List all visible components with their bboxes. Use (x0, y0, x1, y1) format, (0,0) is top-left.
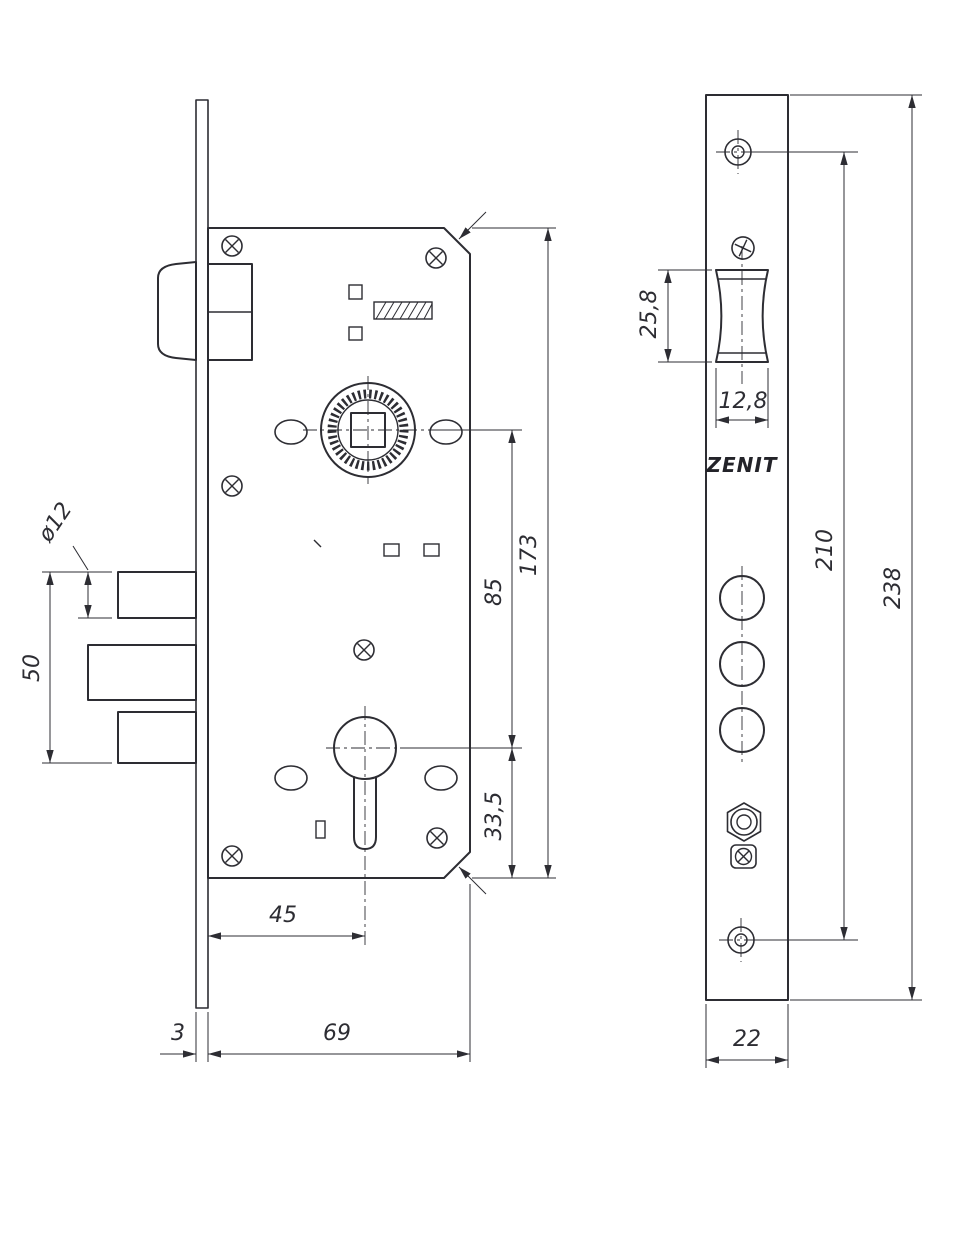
deadbolt-hole-bottom (719, 707, 765, 753)
dim-85: 85 (400, 429, 522, 749)
fixing-hole-top (716, 130, 768, 174)
hub-outer-circle (320, 382, 416, 478)
dim-69-label: 69 (323, 1021, 351, 1046)
lock-case (207, 227, 471, 879)
phillips-screw (221, 475, 243, 497)
brand-logo: ZENIT (706, 453, 778, 477)
cylinder-circle (333, 716, 397, 780)
mechanism-slot (348, 326, 363, 341)
phillips-screw (353, 639, 375, 661)
dim-12-8-label: 12,8 (719, 389, 768, 414)
dim-173: 173 (472, 227, 556, 879)
faceplate-front (705, 94, 789, 1001)
dim-210: 210 (752, 151, 858, 941)
latch-bolt (157, 261, 197, 361)
dim-173-label: 173 (517, 534, 542, 576)
mechanism-slot (348, 284, 363, 300)
phillips-screw (221, 235, 243, 257)
hub-square-hole (350, 412, 386, 448)
dim-25-8-label: 25,8 (637, 290, 662, 339)
dim-210-label: 210 (813, 529, 838, 571)
dim-phi12: ø12 (33, 498, 112, 619)
dim-3: 3 (160, 1012, 209, 1062)
handle-fixing-slot-right (429, 419, 463, 445)
dim-50-label: 50 (20, 654, 45, 682)
detail-tick (313, 539, 322, 548)
deadbolt-hole-middle (719, 641, 765, 687)
chamfer-arrow-top-icon (458, 211, 487, 240)
mechanism-slot (383, 543, 400, 557)
dim-50: 50 (20, 571, 112, 764)
adjustment-nut (726, 802, 762, 842)
deadbolt-pin-bottom (117, 711, 197, 764)
hub-inner-circle (337, 399, 399, 461)
cylinder-stem (353, 776, 377, 850)
deadbolt-hole-top (719, 575, 765, 621)
cylinder-fixing-slot-right (424, 765, 458, 791)
faceplate-edge (195, 99, 209, 1009)
mechanism-slot (315, 820, 326, 839)
dim-85-label: 85 (482, 578, 507, 606)
hub-gear-ring (327, 389, 409, 471)
spindle-hub (303, 376, 434, 484)
chamfer-arrow-bottom-icon (458, 866, 487, 895)
dim-22-label: 22 (733, 1027, 761, 1052)
dim-238: 238 (790, 94, 922, 1001)
dim-25-8: 25,8 (637, 269, 712, 363)
dim-phi12-label: ø12 (33, 498, 77, 547)
dim-22: 22 (705, 1004, 789, 1068)
dim-33-5: 33,5 (482, 748, 516, 878)
dim-45: 45 (207, 884, 365, 946)
latch-opening (715, 246, 769, 384)
front-view: ZENIT (705, 94, 789, 1001)
mechanism-slot (423, 543, 440, 557)
phillips-screw (730, 844, 757, 869)
side-view (87, 99, 487, 1009)
euro-cylinder-hole (326, 706, 404, 948)
deadbolt-pin-top (117, 571, 197, 619)
phillips-screw (221, 845, 243, 867)
dim-45-label: 45 (269, 903, 297, 928)
cylinder-fixing-slot-left (274, 765, 308, 791)
dim-33-5-label: 33,5 (482, 792, 507, 841)
phillips-screw (425, 247, 447, 269)
dim-3-label: 3 (171, 1021, 185, 1046)
dim-12-8: 12,8 (715, 368, 769, 428)
deadbolt-pin-middle (87, 644, 197, 701)
handle-fixing-slot-left (274, 419, 308, 445)
spring-detail (373, 301, 433, 320)
dim-69: 69 (208, 884, 471, 1062)
phillips-screw (426, 827, 448, 849)
phillips-screw (731, 236, 755, 260)
dim-238-label: 238 (881, 567, 906, 609)
